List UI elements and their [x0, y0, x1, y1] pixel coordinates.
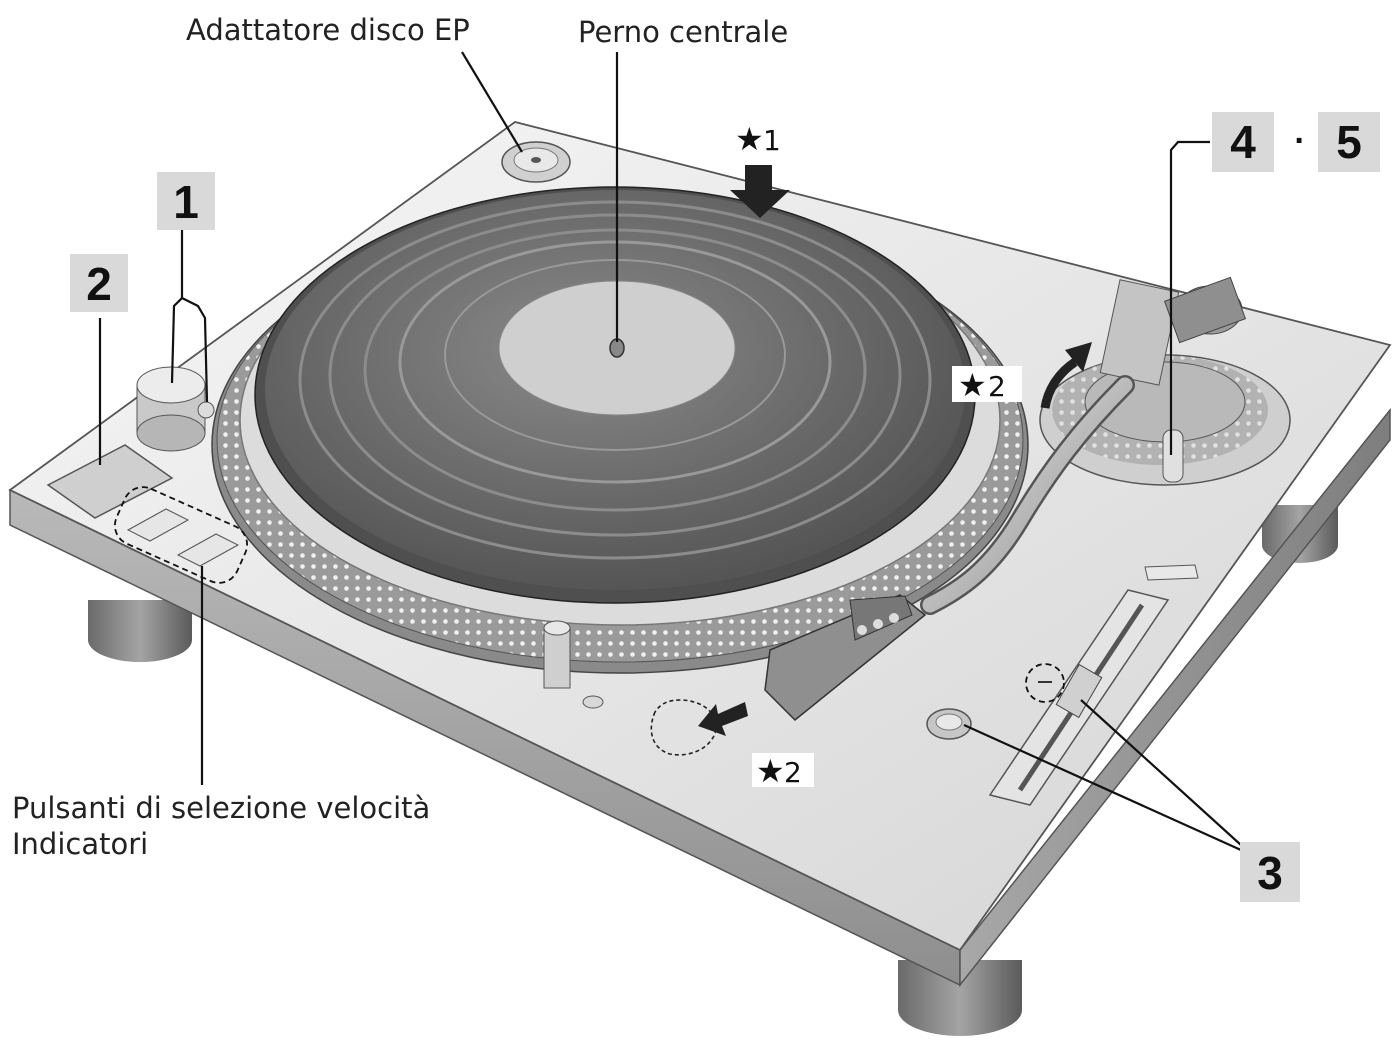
svg-text:5: 5 [1336, 116, 1362, 168]
star-icon: ★ [756, 752, 785, 790]
svg-text:2: 2 [988, 370, 1006, 403]
note-star-2-lock: ★ 2 [752, 752, 814, 790]
arrow-rotate-icon [1040, 342, 1092, 409]
arrow-down-icon [730, 165, 790, 218]
callout-separator: · [1294, 122, 1305, 160]
speed-buttons-label: Pulsanti di selezione velocità [12, 791, 430, 825]
ep-adapter-label: Adattatore disco EP [186, 13, 470, 47]
svg-text:3: 3 [1257, 847, 1283, 899]
pitch-reset-button [926, 708, 972, 740]
svg-text:2: 2 [86, 258, 112, 310]
strobe-light [543, 620, 604, 709]
tonearm [764, 375, 1135, 722]
svg-text:1: 1 [173, 176, 199, 228]
arrow-left-icon [698, 702, 748, 736]
callout-3: 3 [1240, 842, 1300, 902]
pitch-slider [988, 564, 1199, 806]
speed-buttons [114, 486, 248, 584]
power-knob [136, 366, 215, 452]
center-spindle-label: Perno centrale [578, 15, 788, 49]
callout-1: 1 [157, 172, 215, 230]
svg-text:4: 4 [1230, 116, 1256, 168]
callout-2: 2 [70, 254, 128, 312]
star-icon: ★ [735, 120, 764, 158]
svg-text:1: 1 [763, 124, 781, 157]
ep-adapter [501, 141, 571, 183]
callout-4: 4 [1212, 112, 1274, 172]
note-star-1: ★ 1 [735, 120, 781, 158]
svg-text:2: 2 [784, 756, 802, 789]
note-star-2-arm: ★ 2 [952, 366, 1022, 404]
callout-5: 5 [1318, 112, 1380, 172]
record [254, 186, 976, 604]
star-icon: ★ [958, 366, 987, 404]
leader-lines [98, 51, 1253, 857]
indicators-label: Indicatori [12, 827, 148, 861]
tonearm-base [1039, 276, 1291, 486]
